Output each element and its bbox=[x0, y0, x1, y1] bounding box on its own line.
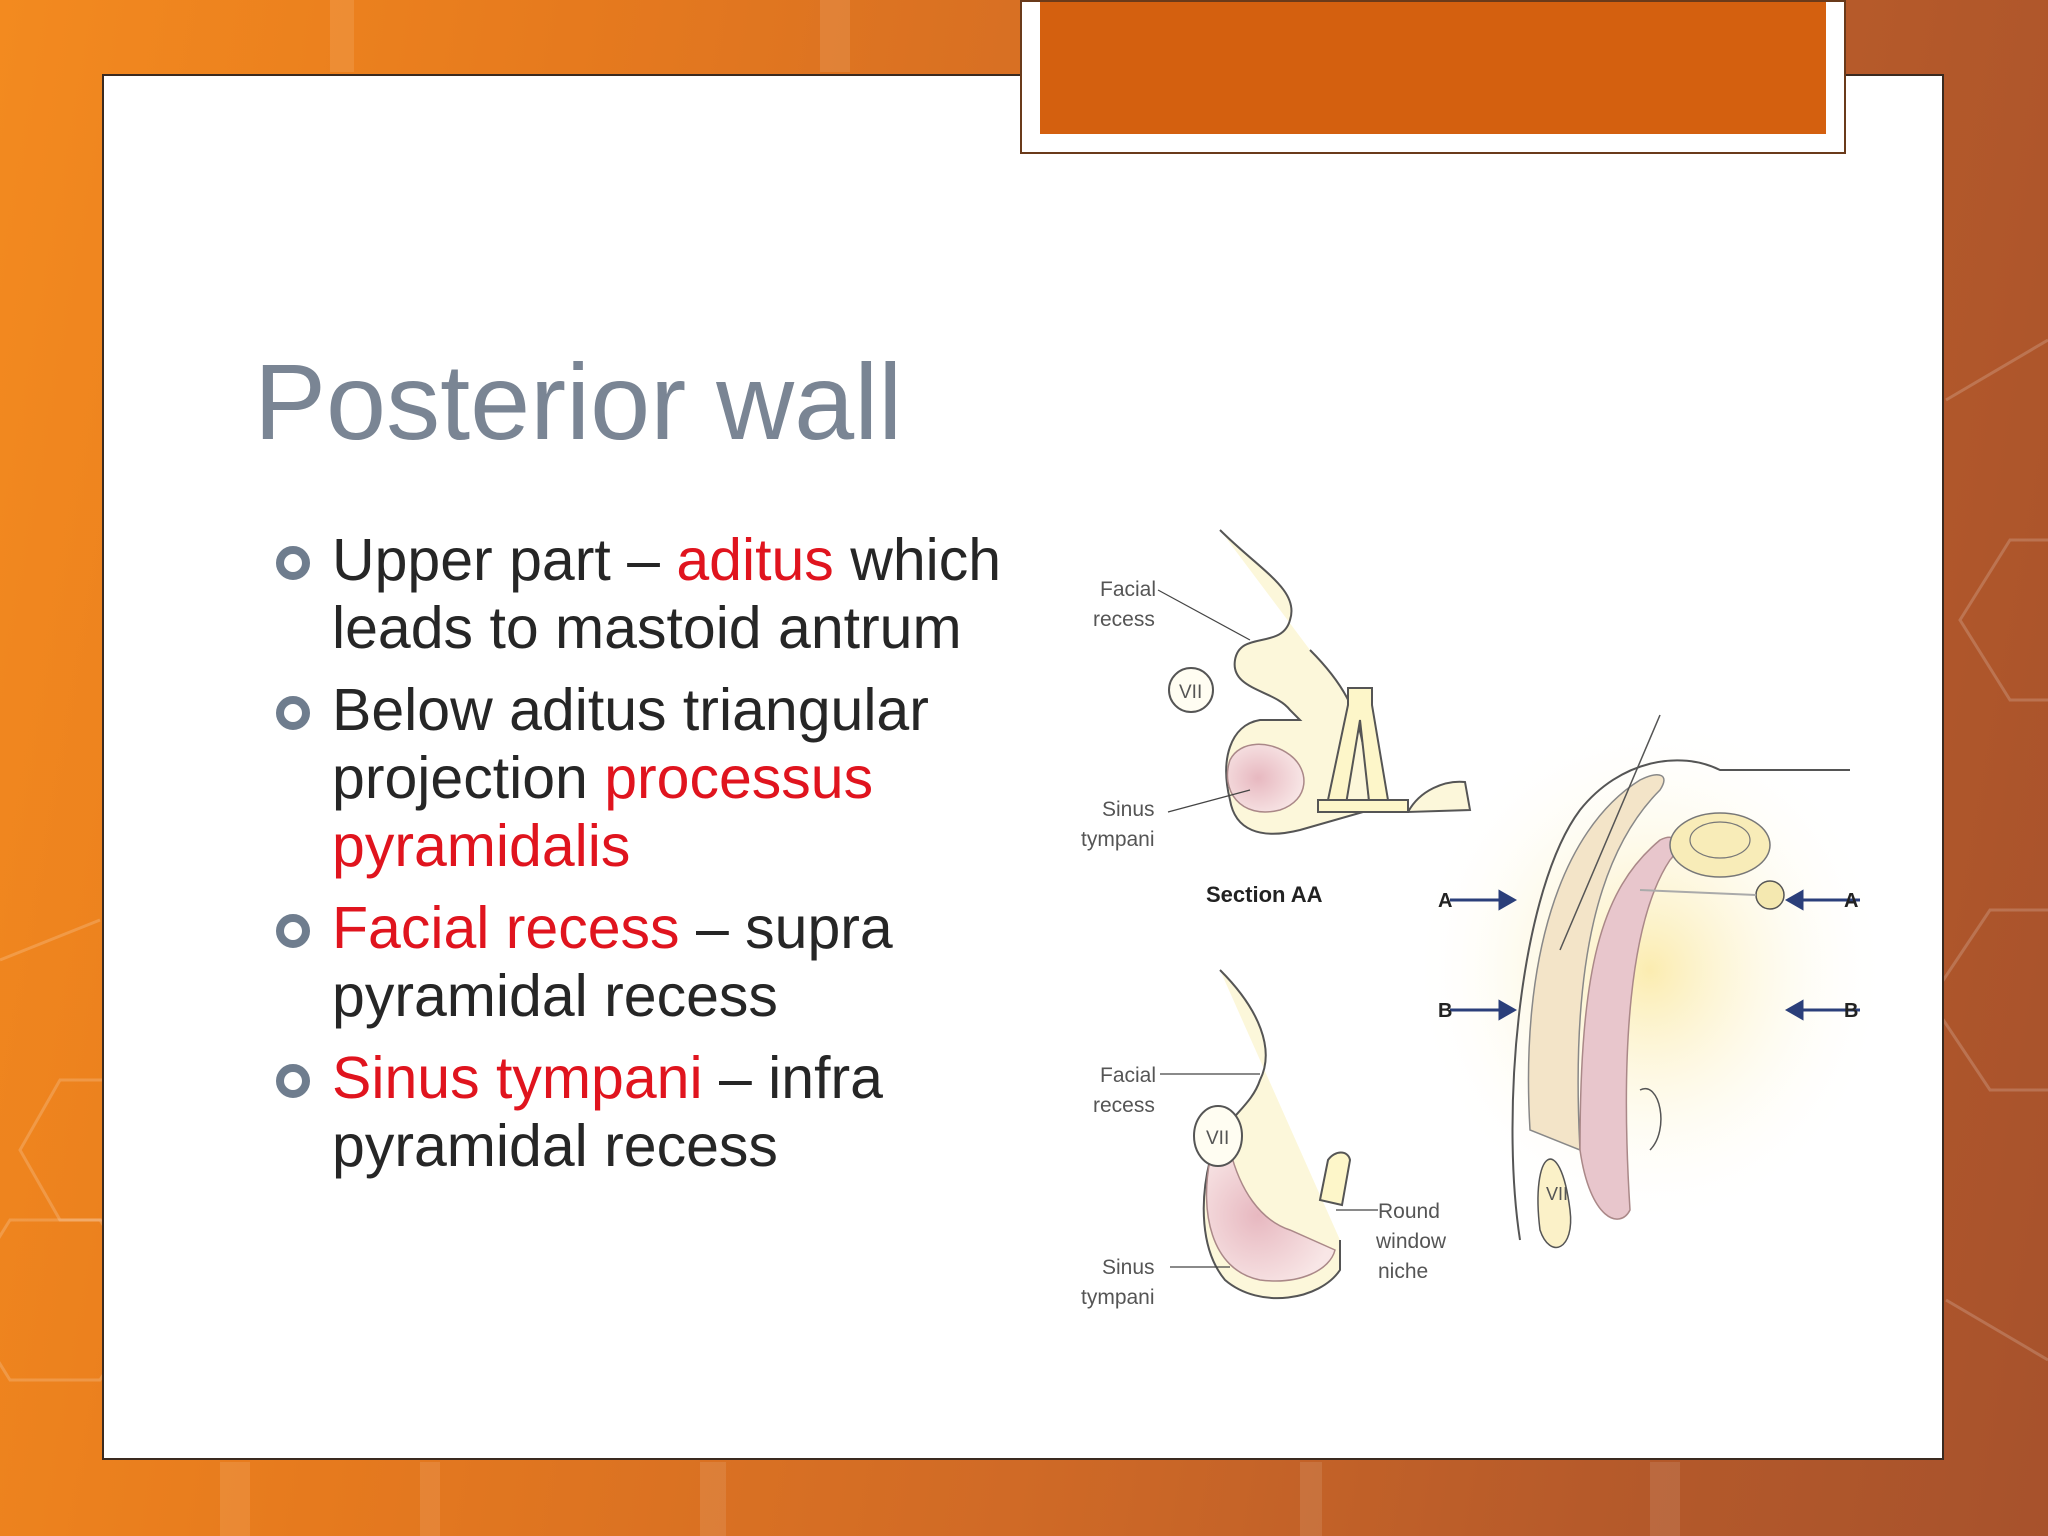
vii-label-bottom: VII bbox=[1206, 1128, 1229, 1149]
round-window-label: window bbox=[1375, 1230, 1447, 1253]
round-window-label: Round bbox=[1378, 1200, 1440, 1223]
sinus-tympani-label-bottom: tympani bbox=[1081, 1286, 1155, 1309]
sinus-tympani-shape-top bbox=[1226, 743, 1305, 813]
bullet-text: Upper part – bbox=[332, 527, 677, 593]
bullet-text: – supra pyramidal recess bbox=[332, 895, 893, 1029]
bullet-list: Upper part – aditus which leads to masto… bbox=[270, 526, 1070, 1194]
vii-label-top: VII bbox=[1179, 682, 1202, 703]
bullet-highlight-text: Sinus tympani bbox=[332, 1045, 703, 1111]
arrow-b-right-label: B bbox=[1844, 1000, 1858, 1022]
facial-recess-label-bottom: recess bbox=[1093, 1094, 1155, 1117]
bullet-text: which leads to mastoid antrum bbox=[332, 527, 1002, 661]
facial-nerve-top bbox=[1168, 667, 1214, 713]
pink-band-right bbox=[1579, 836, 1678, 1220]
facial-canal-right bbox=[1527, 774, 1665, 1152]
arrow-a-left-label: A bbox=[1438, 890, 1452, 912]
bullet-marker-icon bbox=[276, 914, 310, 948]
sinus-tympani-shape-bottom bbox=[1205, 1148, 1336, 1282]
arrows bbox=[1450, 889, 1860, 1021]
bullet-highlight-text: Facial recess bbox=[332, 895, 680, 961]
bullet-marker-icon bbox=[276, 696, 310, 730]
outer-wall-right bbox=[1511, 759, 1850, 1241]
bullet-item: Below aditus triangular projection proce… bbox=[270, 676, 1070, 880]
diagram-labels: Facial recess VII Sinus tympani Section … bbox=[1081, 578, 1858, 1309]
bullet-marker-icon bbox=[276, 546, 310, 580]
sinus-tympani-label-top: Sinus bbox=[1102, 798, 1155, 821]
bone-right-top bbox=[1406, 780, 1472, 814]
slide-title: Posterior wall bbox=[254, 341, 903, 462]
facial-recess-label-top: Facial bbox=[1100, 578, 1156, 601]
bullet-highlight-text: aditus bbox=[676, 527, 834, 593]
vii-label-right: VII bbox=[1546, 1184, 1568, 1204]
facial-nerve-bottom bbox=[1193, 1105, 1243, 1167]
arrow-a-right-label: A bbox=[1844, 890, 1858, 912]
title-accent-bar bbox=[1020, 0, 1846, 154]
section-aa-figure bbox=[1157, 529, 1472, 835]
overview-figure bbox=[1410, 710, 1880, 1249]
facial-recess-label-bottom: Facial bbox=[1100, 1064, 1156, 1087]
ossicle-rings bbox=[1669, 812, 1771, 878]
round-window-hook bbox=[1318, 1151, 1352, 1207]
bullet-item: Upper part – aditus which leads to masto… bbox=[270, 526, 1070, 662]
bullet-item: Facial recess – supra pyramidal recess bbox=[270, 894, 1070, 1030]
lower-section-figure bbox=[1160, 969, 1378, 1300]
section-aa-label: Section AA bbox=[1206, 882, 1323, 907]
round-window-label: niche bbox=[1378, 1260, 1428, 1283]
sinus-tympani-label-bottom: Sinus bbox=[1102, 1256, 1155, 1279]
title-accent-fill bbox=[1040, 2, 1826, 134]
anatomy-diagram: Facial recess VII Sinus tympani Section … bbox=[1081, 529, 1880, 1309]
vii-canal-end bbox=[1537, 1158, 1572, 1249]
facial-recess-label-top: recess bbox=[1093, 608, 1155, 631]
bullet-text: Below aditus triangular projection bbox=[332, 677, 929, 811]
bullet-marker-icon bbox=[276, 1064, 310, 1098]
bullet-text: – infra pyramidal recess bbox=[332, 1045, 883, 1179]
stapes-head bbox=[1755, 880, 1785, 910]
stapes-icon bbox=[1326, 687, 1390, 812]
bullet-highlight-text: processus pyramidalis bbox=[332, 745, 874, 879]
footplate bbox=[1317, 799, 1409, 813]
sinus-tympani-label-top: tympani bbox=[1081, 828, 1155, 851]
bullet-item: Sinus tympani – infra pyramidal recess bbox=[270, 1044, 1070, 1180]
arrow-b-left-label: B bbox=[1438, 1000, 1452, 1022]
